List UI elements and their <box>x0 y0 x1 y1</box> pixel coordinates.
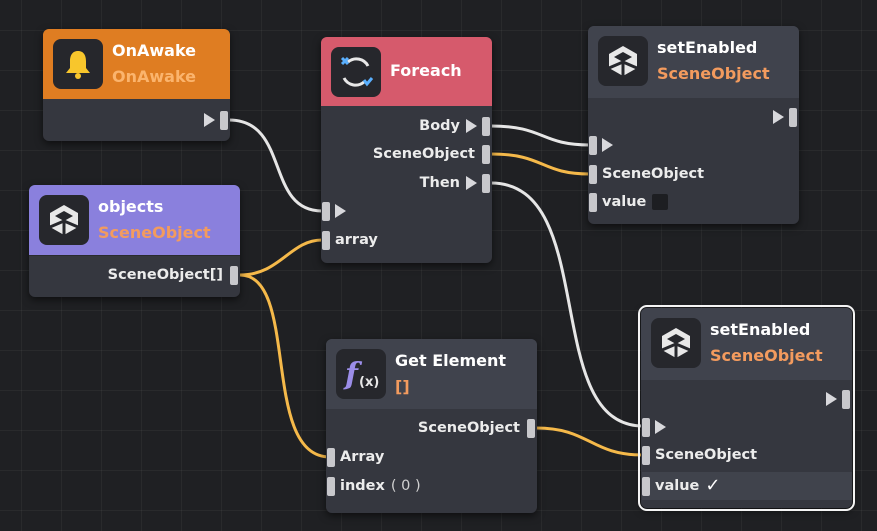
output-pin[interactable] <box>230 265 238 285</box>
bell-icon <box>53 39 103 89</box>
port-label: Then <box>419 175 460 191</box>
input-port-sceneobject[interactable]: SceneObject <box>589 164 704 184</box>
exec-arrow-icon <box>466 176 477 190</box>
node-subtitle: SceneObject <box>710 346 823 365</box>
exec-input-port[interactable] <box>589 135 613 155</box>
node-setenabled-2[interactable]: setEnabled SceneObject SceneObject value… <box>638 305 855 511</box>
node-setenabled-1[interactable]: setEnabled SceneObject SceneObject value <box>588 26 799 224</box>
node-header[interactable]: setEnabled SceneObject <box>641 308 852 380</box>
node-get-element[interactable]: f (x) Get Element [] SceneObject Array i… <box>326 339 537 513</box>
input-pin[interactable] <box>642 417 650 437</box>
exec-input-port[interactable] <box>322 201 346 221</box>
port-label: SceneObject <box>602 166 705 182</box>
output-pin[interactable] <box>482 173 490 193</box>
exec-input-port[interactable] <box>642 417 666 437</box>
index-value[interactable]: ( 0 ) <box>390 478 421 494</box>
wire-getelement-to-setenabled2 <box>534 426 645 457</box>
port-label: SceneObject[] <box>107 267 223 283</box>
exec-arrow-icon <box>466 119 477 133</box>
input-pin[interactable] <box>322 201 330 221</box>
loop-icon <box>331 47 381 97</box>
cube-icon <box>598 36 648 86</box>
input-pin[interactable] <box>589 164 597 184</box>
node-header[interactable]: objects SceneObject <box>29 185 240 255</box>
node-onawake[interactable]: OnAwake OnAwake <box>43 29 230 141</box>
output-pin[interactable] <box>482 144 490 164</box>
input-pin[interactable] <box>642 445 650 465</box>
node-title: OnAwake <box>112 41 197 60</box>
node-subtitle: SceneObject <box>98 223 211 242</box>
output-pin[interactable] <box>527 418 535 438</box>
output-pin[interactable] <box>220 110 228 130</box>
input-pin[interactable] <box>322 230 330 250</box>
exec-output-port-then[interactable]: Then <box>420 173 490 193</box>
input-pin[interactable] <box>327 447 335 467</box>
input-port-sceneobject[interactable]: SceneObject <box>642 445 757 465</box>
exec-output-port[interactable] <box>773 107 797 127</box>
exec-arrow-icon <box>773 110 784 124</box>
node-subtitle: OnAwake <box>112 67 197 86</box>
wire-objects-to-foreach-array <box>238 238 324 277</box>
node-title: Foreach <box>390 61 462 80</box>
wire-objects-to-getelement-array <box>238 273 332 459</box>
port-label: array <box>335 232 378 248</box>
exec-output-port[interactable] <box>826 389 850 409</box>
input-pin[interactable] <box>327 476 335 496</box>
input-pin[interactable] <box>642 476 650 496</box>
node-title: objects <box>98 197 164 216</box>
node-objects[interactable]: objects SceneObject SceneObject[] <box>29 185 240 297</box>
node-header[interactable]: f (x) Get Element [] <box>326 339 537 409</box>
port-label: value <box>602 194 647 210</box>
exec-arrow-icon <box>204 113 215 127</box>
port-label: SceneObject <box>655 447 758 463</box>
output-pin[interactable] <box>842 389 850 409</box>
exec-arrow-icon <box>826 392 837 406</box>
value-checkbox[interactable] <box>652 194 669 210</box>
exec-arrow-icon <box>335 204 346 218</box>
node-header[interactable]: Foreach <box>321 37 492 106</box>
cube-icon <box>39 195 89 245</box>
input-port-index[interactable]: index ( 0 ) <box>327 476 421 496</box>
output-port-sceneobject[interactable]: SceneObject <box>373 144 490 164</box>
function-icon: f (x) <box>336 349 386 399</box>
node-title: setEnabled <box>710 320 811 339</box>
node-title: Get Element <box>395 351 507 370</box>
port-label: value <box>655 478 700 494</box>
exec-arrow-icon <box>602 138 613 152</box>
output-pin[interactable] <box>482 116 490 136</box>
output-port-sceneobject-array[interactable]: SceneObject[] <box>108 265 238 285</box>
node-title: setEnabled <box>657 38 758 57</box>
wire-sceneobject-to-setenabled1 <box>489 152 592 176</box>
cube-icon <box>651 318 701 368</box>
exec-output-port[interactable] <box>204 110 228 130</box>
node-foreach[interactable]: Foreach Body SceneObject Then array <box>321 37 492 263</box>
svg-text:(x): (x) <box>359 375 379 390</box>
node-subtitle: SceneObject <box>657 64 770 83</box>
input-port-array[interactable]: array <box>322 230 378 250</box>
output-pin[interactable] <box>789 107 797 127</box>
port-label: Array <box>340 449 385 465</box>
wire-body-to-setenabled1 <box>489 124 592 147</box>
port-label: index <box>340 478 385 494</box>
input-pin[interactable] <box>589 135 597 155</box>
exec-output-port-body[interactable]: Body <box>419 116 490 136</box>
node-header[interactable]: OnAwake OnAwake <box>43 29 230 99</box>
output-port-sceneobject[interactable]: SceneObject <box>418 418 535 438</box>
port-label: SceneObject <box>372 146 475 162</box>
exec-arrow-icon <box>655 420 666 434</box>
value-checkmark[interactable]: ✓ <box>705 475 721 496</box>
input-port-array[interactable]: Array <box>327 447 384 467</box>
port-label: Body <box>419 118 460 134</box>
node-subtitle: [] <box>395 377 410 396</box>
input-pin[interactable] <box>589 192 597 212</box>
input-port-value[interactable]: value <box>589 192 669 212</box>
wire-onawake-to-foreach <box>227 118 324 213</box>
port-label: SceneObject <box>417 420 520 436</box>
input-port-value[interactable]: value ✓ <box>642 472 852 500</box>
node-header[interactable]: setEnabled SceneObject <box>588 26 799 98</box>
